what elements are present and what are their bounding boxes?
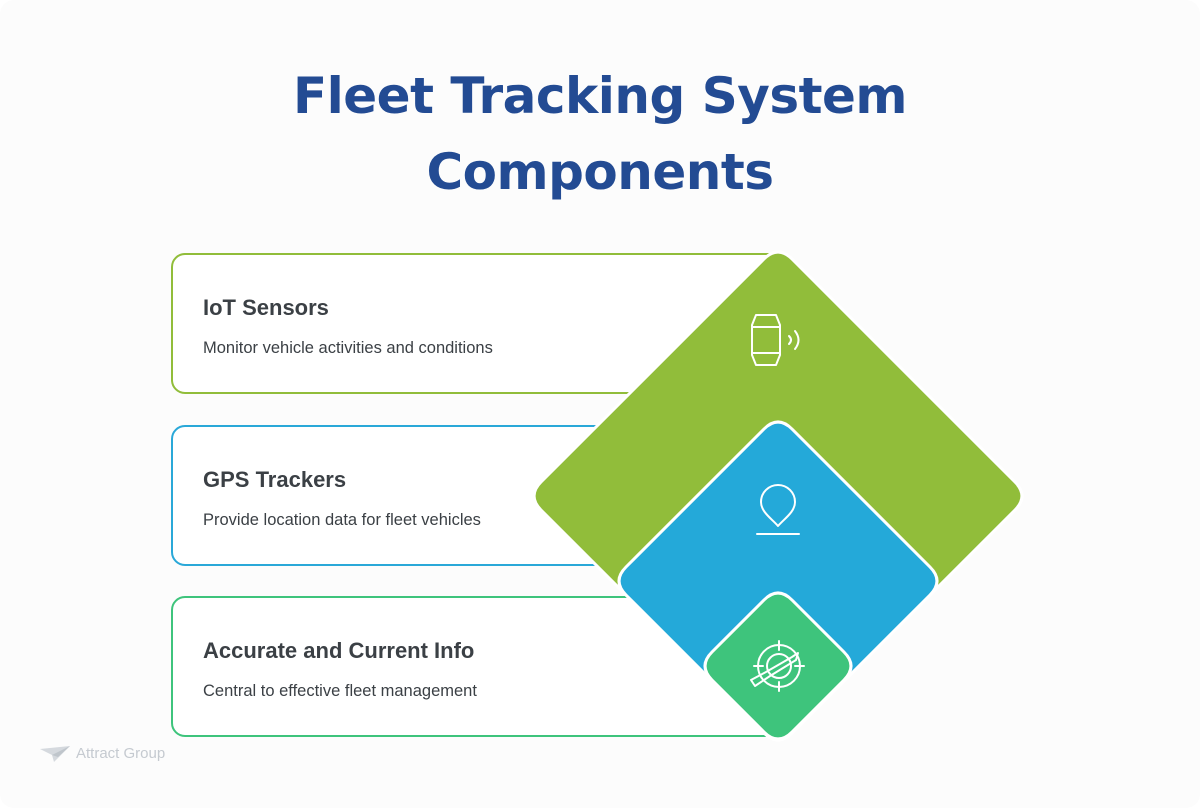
card-title: Accurate and Current Info — [203, 638, 475, 663]
logo-text: Attract Group — [76, 745, 166, 762]
card-title: GPS Trackers — [203, 467, 347, 492]
location-pin-icon — [756, 484, 800, 535]
brand-logo: Attract Group — [40, 745, 165, 762]
paper-plane-icon — [40, 745, 70, 762]
card-description: Central to effective fleet management — [203, 682, 477, 700]
card-title: IoT Sensors — [203, 295, 329, 320]
card-description: Monitor vehicle activities and condition… — [203, 339, 493, 357]
target-icon — [750, 640, 805, 692]
iot-sensor-icon — [751, 314, 800, 366]
page-title: Fleet Tracking System Components — [0, 58, 1200, 210]
title-line-1: Fleet Tracking System — [292, 67, 908, 125]
component-card-iot-sensors: IoT Sensors Monitor vehicle activities a… — [171, 253, 791, 394]
card-description: Provide location data for fleet vehicles — [203, 511, 481, 529]
title-line-2: Components — [426, 143, 774, 201]
